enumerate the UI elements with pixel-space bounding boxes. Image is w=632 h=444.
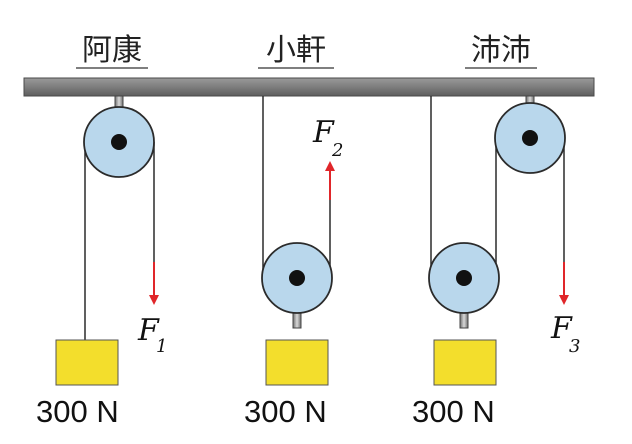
weight-b-label: 300 N [244, 394, 327, 429]
pulley-c-fixed-axle [522, 130, 538, 146]
system-b [261, 96, 335, 386]
weight-c-block [433, 339, 497, 386]
person-c-name: 沛沛 [471, 33, 531, 68]
weight-b-block [265, 339, 329, 386]
ceiling-beam [23, 77, 595, 97]
system-c [428, 95, 569, 386]
label-person-b: 小軒 [258, 33, 334, 69]
force-f1-label: F 1 [137, 313, 167, 357]
weight-a-label: 300 N [36, 394, 119, 429]
pulley-c-movable-axle [456, 270, 472, 286]
pulley-b-axle [289, 270, 305, 286]
force-f2-letter: F [312, 115, 335, 150]
force-f2-subscript: 2 [331, 140, 343, 161]
force-f3-label: F 3 [550, 311, 580, 357]
force-f1-letter: F [137, 313, 160, 348]
person-b-name: 小軒 [266, 33, 326, 68]
force-f3-letter: F [550, 311, 573, 346]
weight-c-label: 300 N [412, 394, 495, 429]
person-a-name: 阿康 [82, 33, 142, 68]
label-person-c: 沛沛 [465, 33, 537, 69]
system-a [55, 95, 159, 386]
force-f2-label: F 2 [312, 115, 343, 161]
force-f1-subscript: 1 [156, 336, 167, 357]
pulley-a-axle [111, 134, 127, 150]
label-person-a: 阿康 [76, 33, 148, 69]
weight-a-block [55, 339, 119, 386]
force-f3-subscript: 3 [569, 336, 580, 357]
